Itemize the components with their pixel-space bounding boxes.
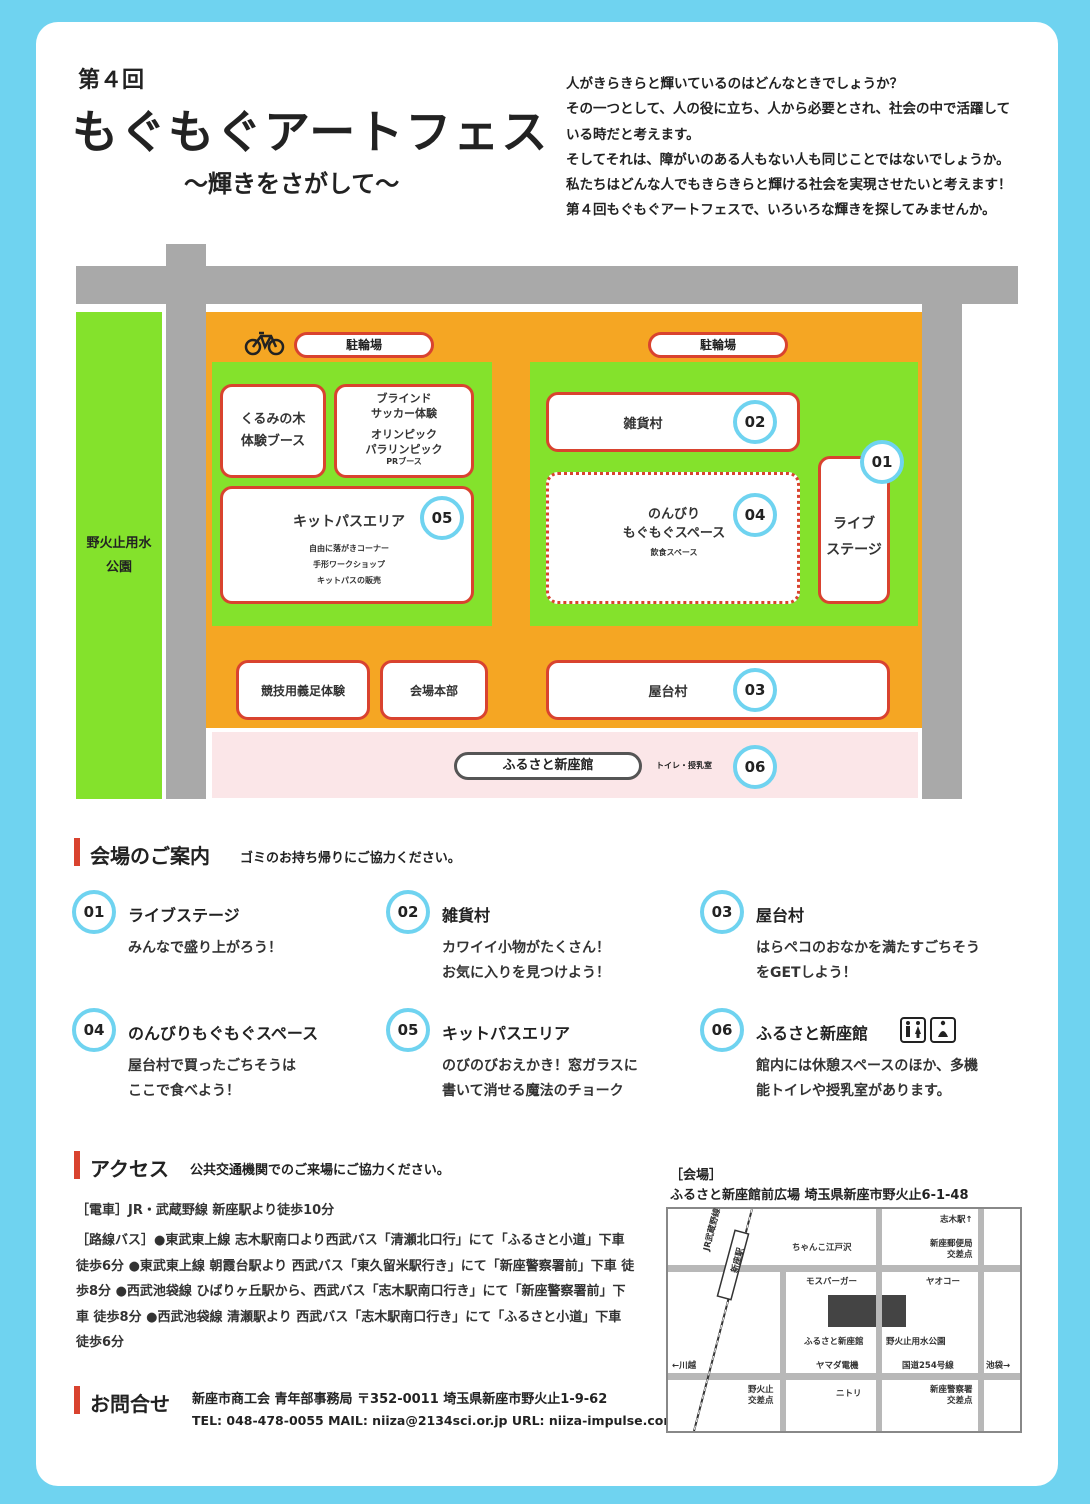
- contact-line-1: 新座市商工会 青年部事務局 〒352-0011 埼玉県新座市野火止1-9-62: [192, 1392, 608, 1407]
- intro-line: いる時だと考えます。: [566, 126, 700, 143]
- headquarters: 会場本部: [380, 660, 488, 720]
- intro-line: 第４回もぐもぐアートフェスで、いろいろな輝きを探してみませんか。: [566, 202, 996, 219]
- bicycle-icon: [244, 331, 285, 356]
- nonbiri-label: のんびり もぐもぐスペース: [622, 507, 726, 541]
- access-note: 公共交通機関でのご来場にご協力ください。: [190, 1163, 450, 1178]
- section-marker: [74, 1151, 80, 1179]
- guide-num: 02: [386, 890, 430, 934]
- map-label: モスバーガー: [806, 1277, 858, 1287]
- map-label: 新座郵便局 交差点: [930, 1239, 973, 1260]
- map-label: 志木駅↑: [940, 1215, 973, 1225]
- section-marker: [74, 1386, 80, 1414]
- park-area: 野火止用水 公園: [76, 312, 162, 799]
- kitpas-label: キットパスエリア: [293, 514, 405, 530]
- access-bus: ［路線バス］●東武東上線 志木駅南口より西武バス「清瀬北口行」にて「ふるさと小道…: [76, 1233, 635, 1350]
- yatai-village: 屋台村: [546, 660, 890, 720]
- map-road: [978, 1209, 984, 1431]
- nonbiri-sub: 飲食スペース: [650, 548, 698, 557]
- toilet-label: トイレ・授乳室: [656, 761, 712, 770]
- map-label: ヤマダ電機: [816, 1361, 859, 1371]
- map-label: 野火止用水公園: [886, 1337, 946, 1347]
- guide-desc: みんなで盛り上がろう！: [128, 940, 282, 956]
- guide-desc: はらペコのおなかを満たすごちそう をGETしよう！: [756, 940, 980, 981]
- access-map: JR武蔵野線 新座駅 志木駅↑ ちゃんこ江戸沢 新座郵便局 交差点 モスバーガー…: [666, 1207, 1022, 1433]
- guide-title: のんびりもぐもぐスペース: [128, 1024, 319, 1043]
- guide-desc: のびのびおえかき！窓ガラスに 書いて消せる魔法のチョーク: [442, 1058, 638, 1099]
- map-label: ちゃんこ江戸沢: [792, 1243, 852, 1253]
- restroom-icon: [900, 1017, 956, 1043]
- guide-num: 03: [700, 890, 744, 934]
- guide-num: 01: [72, 890, 116, 934]
- access-heading: アクセス: [90, 1157, 169, 1181]
- map-road: [876, 1209, 882, 1431]
- event-title: もぐもぐアートフェス: [72, 105, 550, 159]
- guide-title: ライブステージ: [128, 906, 240, 925]
- road-right: [922, 304, 962, 799]
- venue-label: ［会場］: [670, 1168, 723, 1183]
- furusato-hall: ふるさと新座館: [454, 752, 642, 780]
- marker-03: 03: [733, 668, 777, 712]
- access-train: ［電車］JR・武蔵野線 新座駅より徒歩10分: [76, 1203, 335, 1218]
- olympic-label: オリンピック パラリンピック: [365, 428, 443, 456]
- section-marker: [74, 838, 80, 866]
- marker-06: 06: [733, 745, 777, 789]
- intro-text: 人がきらきらと輝いているのはどんなときでしょうか？ その一つとして、人の役に立ち…: [566, 72, 1026, 224]
- guide-desc: カワイイ小物がたくさん！ お気に入りを見つけよう！: [442, 940, 610, 981]
- pr-booth-label: PRブース: [386, 457, 422, 466]
- map-road: [780, 1265, 786, 1431]
- map-label: 野火止 交差点: [748, 1385, 774, 1406]
- map-label: ←川越: [672, 1361, 697, 1371]
- guide-title: キットパスエリア: [442, 1024, 571, 1043]
- nonbiri-space: のんびり もぐもぐスペース 飲食スペース: [546, 472, 800, 604]
- kitpas-sub: 自由に落がきコーナー 手形ワークショップ キットパスの販売: [309, 544, 389, 585]
- guide-heading: 会場のご案内: [90, 844, 210, 868]
- kurumi-booth: くるみの木 体験ブース: [220, 384, 326, 478]
- guide-desc: 屋台村で買ったごちそうは ここで食べよう！: [128, 1058, 296, 1099]
- venue-address: ふるさと新座館前広場 埼玉県新座市野火止6-1-48: [670, 1188, 969, 1203]
- contact-line-2: TEL: 048-478-0055 MAIL: niiza@2134sci.or…: [192, 1413, 677, 1428]
- intro-line: 私たちはどんな人でもきらきらと輝ける社会を実現させたいと考えます！: [566, 177, 1012, 194]
- intro-line: その一つとして、人の役に立ち、人から必要とされ、社会の中で活躍して: [566, 101, 1011, 118]
- map-label: 新座警察署 交差点: [930, 1385, 973, 1406]
- railway-line: [693, 1209, 906, 1431]
- road-left: [166, 244, 206, 799]
- guide-title: ふるさと新座館: [756, 1024, 869, 1043]
- map-label: 池袋→: [986, 1361, 1011, 1371]
- blind-soccer-label: ブラインド サッカー体験: [371, 392, 437, 420]
- map-label: ふるさと新座館: [804, 1337, 864, 1347]
- guide-num: 06: [700, 1008, 744, 1052]
- map-label: 国道254号線: [902, 1361, 954, 1371]
- marker-04: 04: [733, 493, 777, 537]
- guide-title: 屋台村: [756, 906, 805, 925]
- event-subtitle: 〜輝きをさがして〜: [184, 170, 400, 198]
- prosthetic-experience: 競技用義足体験: [236, 660, 370, 720]
- blind-soccer-booth: ブラインド サッカー体験 オリンピック パラリンピック PRブース: [334, 384, 474, 478]
- bike-parking-1: 駐輪場: [294, 332, 434, 358]
- marker-01: 01: [860, 440, 904, 484]
- edition-label: 第４回: [78, 68, 145, 93]
- guide-num: 04: [72, 1008, 116, 1052]
- guide-desc: 館内には休憩スペースのほか、多機 能トイレや授乳室があります。: [756, 1058, 979, 1099]
- road-top: [76, 266, 1018, 304]
- contact-heading: お問合せ: [90, 1392, 170, 1416]
- marker-02: 02: [733, 400, 777, 444]
- map-road: [668, 1265, 1020, 1272]
- marker-05: 05: [420, 496, 464, 540]
- bike-parking-2: 駐輪場: [648, 332, 788, 358]
- map-label: ヤオコー: [926, 1277, 961, 1287]
- intro-line: そしてそれは、障がいのある人もない人も同じことではないでしょうか。: [566, 151, 1010, 168]
- guide-title: 雑貨村: [442, 906, 491, 925]
- intro-line: 人がきらきらと輝いているのはどんなときでしょうか？: [566, 76, 904, 92]
- map-road: [668, 1373, 1020, 1380]
- guide-num: 05: [386, 1008, 430, 1052]
- map-label: ニトリ: [836, 1389, 862, 1399]
- guide-note: ゴミのお持ち帰りにご協力ください。: [240, 851, 461, 866]
